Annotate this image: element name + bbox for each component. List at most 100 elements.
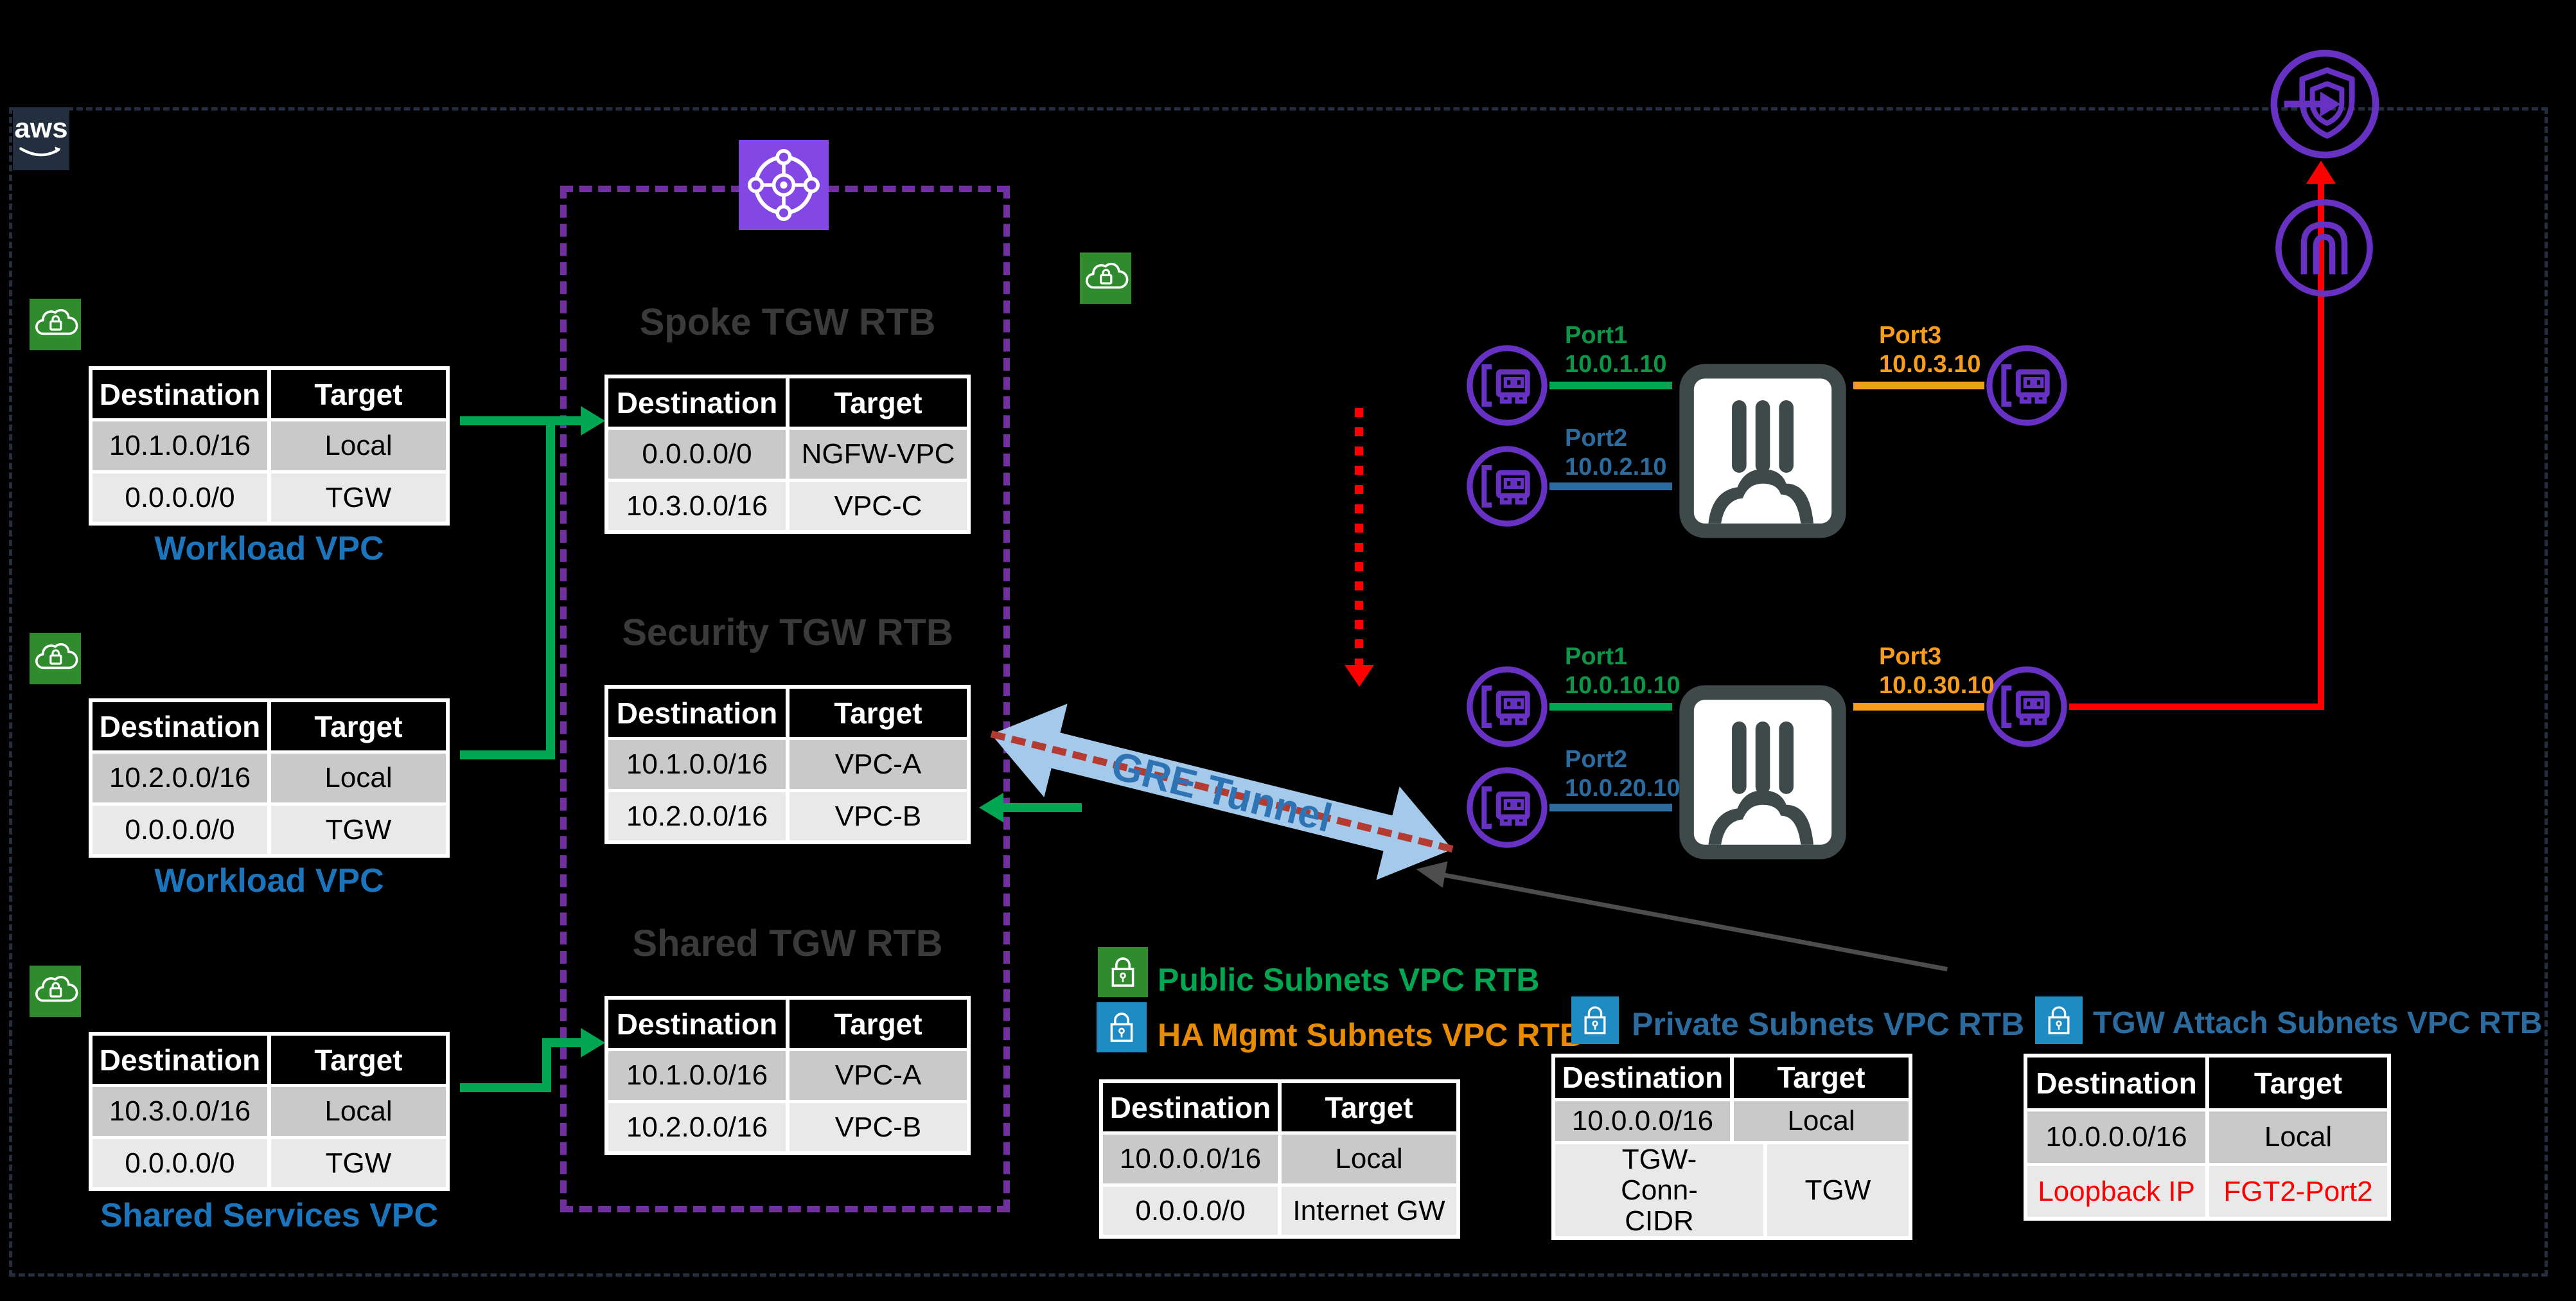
spoke-tgw-route-table: Destination Target 0.0.0.0/0 NGFW-VPC 10…	[604, 375, 971, 534]
col-header-target: Target	[2209, 1058, 2387, 1109]
aws-logo-icon: aws	[13, 107, 69, 170]
col-header-target: Target	[1282, 1083, 1456, 1132]
cell-target: VPC-A	[790, 1051, 967, 1100]
port-name: Port2	[1565, 425, 1628, 452]
connector-shared-services-3	[542, 1038, 582, 1047]
cell-destination: 0.0.0.0/0	[93, 1138, 267, 1187]
cell-destination: 10.2.0.0/16	[608, 792, 786, 840]
vpc-caption: Workload VPC	[154, 530, 384, 567]
cell-target: Local	[271, 754, 446, 802]
red-dotted-flow-line	[1355, 408, 1363, 666]
col-header-target: Target	[790, 689, 967, 738]
col-header-destination: Destination	[608, 689, 786, 738]
eni-icon-fgt1-port1	[1467, 345, 1548, 426]
cell-destination: 0.0.0.0/0	[93, 805, 267, 854]
cell-destination: 10.0.0.0/16	[2027, 1111, 2205, 1163]
shared-services-vpc-route-table: Destination Target 10.3.0.0/16 Local 0.0…	[89, 1032, 450, 1191]
port-name: Port1	[1565, 643, 1628, 670]
lock-icon-private	[1571, 996, 1619, 1044]
fgt2-port2-link	[1549, 804, 1672, 811]
col-header-destination: Destination	[2027, 1058, 2205, 1109]
port-name: Port3	[1879, 322, 1942, 349]
security-tgw-rtb-title: Security TGW RTB	[622, 612, 953, 653]
cell-destination: 0.0.0.0/0	[1103, 1186, 1278, 1235]
cell-target: Local	[1734, 1101, 1909, 1142]
return-traffic-arrow-line	[1002, 803, 1082, 812]
cell-destination: Loopback IP	[2027, 1165, 2205, 1217]
transit-gateway-icon	[739, 140, 829, 230]
ngfw-firewall-icon-fgt2	[1679, 685, 1846, 860]
arrowhead-left	[1413, 856, 1448, 888]
cell-target: Local	[1282, 1135, 1456, 1183]
col-header-target: Target	[1734, 1058, 1909, 1098]
arrowhead-right	[581, 1028, 605, 1058]
fgt2-port1-link	[1549, 703, 1672, 711]
connector-workload2-merge	[460, 750, 555, 759]
connector-vertical-merge	[546, 416, 555, 757]
security-tgw-route-table: Destination Target 10.1.0.0/16 VPC-A 10.…	[604, 685, 971, 844]
fgt2-port3-label: Port3 10.0.30.10	[1879, 642, 1995, 700]
internet-gateway-icon	[2275, 199, 2373, 297]
port-name: Port1	[1565, 322, 1628, 349]
eni-icon-fgt1-port2	[1467, 446, 1548, 527]
col-header-target: Target	[271, 1036, 446, 1084]
port-ip: 10.0.1.10	[1565, 350, 1667, 378]
port-ip: 10.0.2.10	[1565, 453, 1667, 481]
cell-target: VPC-A	[790, 740, 967, 789]
col-header-destination: Destination	[1555, 1058, 1730, 1098]
cell-target: FGT2-Port2	[2209, 1165, 2387, 1217]
cell-target: NGFW-VPC	[790, 430, 967, 479]
workload-vpc-1-route-table: Destination Target 10.1.0.0/16 Local 0.0…	[89, 366, 450, 526]
public-ha-route-table: Destination Target 10.0.0.0/16 Local 0.0…	[1099, 1079, 1460, 1239]
lock-icon-public	[1098, 947, 1148, 997]
col-header-target: Target	[790, 1000, 967, 1049]
cell-target: TGW	[271, 473, 446, 522]
col-header-target: Target	[271, 702, 446, 751]
fgt1-port1-link	[1549, 382, 1672, 389]
fgt1-port2-link	[1549, 482, 1672, 490]
cell-destination: 10.0.0.0/16	[1103, 1135, 1278, 1183]
port-ip: 10.0.30.10	[1879, 671, 1995, 699]
col-header-destination: Destination	[1103, 1083, 1278, 1132]
public-subnets-rtb-label: Public Subnets VPC RTB	[1158, 962, 1540, 998]
eni-icon-fgt2-port1	[1467, 666, 1548, 747]
vpc-icon	[30, 299, 81, 350]
col-header-target: Target	[790, 378, 967, 427]
aws-smile-swoosh	[19, 146, 61, 157]
cell-destination: 10.1.0.0/16	[608, 740, 786, 789]
vpc-caption: Workload VPC	[154, 862, 384, 899]
fgt2-port3-link	[1853, 703, 1984, 711]
arrowhead-left	[979, 793, 1003, 822]
cell-target: TGW	[271, 1138, 446, 1187]
private-route-table: Destination Target 10.0.0.0/16 Local TGW…	[1551, 1054, 1912, 1240]
connector-workload1-to-spoke	[460, 416, 582, 425]
lock-icon-tgw-attach	[2035, 996, 2083, 1044]
arrowhead-up	[2306, 161, 2336, 184]
port-name: Port2	[1565, 746, 1628, 773]
fgt1-port3-link	[1853, 382, 1984, 389]
col-header-destination: Destination	[93, 702, 267, 751]
cell-destination: 10.0.0.0/16	[1555, 1101, 1730, 1142]
fgt2-port2-label: Port2 10.0.20.10	[1565, 745, 1681, 803]
vpc-icon	[30, 966, 81, 1017]
cell-target: VPC-B	[790, 1102, 967, 1151]
col-header-destination: Destination	[608, 378, 786, 427]
cell-destination: TGW-Conn-CIDR	[1555, 1144, 1763, 1237]
arrowhead-down	[1345, 665, 1374, 687]
aws-logo-text: aws	[14, 112, 68, 144]
col-header-target: Target	[271, 370, 446, 419]
cell-destination: 10.3.0.0/16	[93, 1087, 267, 1136]
eni-icon-fgt2-port3	[1986, 666, 2067, 747]
workload-vpc-2-route-table: Destination Target 10.2.0.0/16 Local 0.0…	[89, 698, 450, 858]
cell-target: VPC-C	[790, 481, 967, 530]
ha-mgmt-subnets-rtb-label: HA Mgmt Subnets VPC RTB	[1158, 1017, 1584, 1053]
private-subnets-rtb-label: Private Subnets VPC RTB	[1632, 1006, 2025, 1042]
port-name: Port3	[1879, 643, 1942, 670]
gwlb-shield-icon	[2270, 49, 2379, 159]
fgt1-port1-label: Port1 10.0.1.10	[1565, 321, 1666, 379]
tgw-attach-route-table: Destination Target 10.0.0.0/16 Local Loo…	[2024, 1054, 2391, 1221]
cell-destination: 0.0.0.0/0	[93, 473, 267, 522]
cell-destination: 10.3.0.0/16	[608, 481, 786, 530]
egress-red-line-vertical	[2318, 168, 2324, 710]
